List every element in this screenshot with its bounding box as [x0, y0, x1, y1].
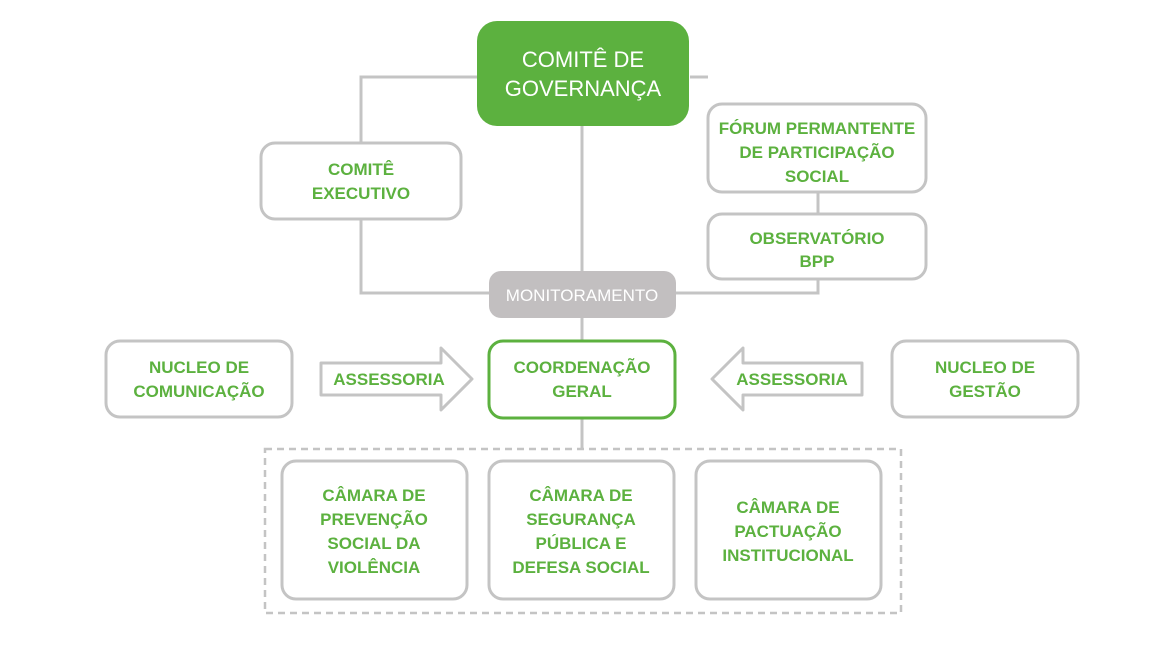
camara-pactuacao-line-3: INSTITUCIONAL — [722, 546, 853, 565]
svg-text:FÓRUM PERMANTENTE: FÓRUM PERMANTENTE — [719, 119, 915, 138]
nucleo-gestao-line-2: GESTÃO — [949, 381, 1021, 401]
svg-text:DEFESA SOCIAL: DEFESA SOCIAL — [512, 558, 649, 577]
camara-pactuacao-line-2: PACTUAÇÃO — [734, 521, 841, 541]
camara-pactuacao-line-1: CÂMARA DE — [736, 498, 839, 517]
assessoria-arrow-right: ASSESSORIA — [319, 346, 474, 412]
camara-seguranca-line-3: PÚBLICA E — [536, 534, 627, 553]
monitoramento-label: MONITORAMENTO — [506, 286, 658, 305]
svg-text:NUCLEO DE: NUCLEO DE — [149, 358, 249, 377]
camara-prevencao-box[interactable]: CÂMARA DE PREVENÇÃO SOCIAL DA VIOLÊNCIA — [280, 459, 469, 601]
svg-text:SEGURANÇA: SEGURANÇA — [526, 510, 636, 529]
comite-executivo-line-1: COMITÊ — [328, 160, 394, 179]
camara-seguranca-line-4: DEFESA SOCIAL — [512, 558, 649, 577]
camaras-group-container — [263, 447, 903, 615]
arrow-left-icon — [710, 346, 864, 412]
nucleo-comunicacao-line-1: NUCLEO DE — [149, 358, 249, 377]
svg-text:EXECUTIVO: EXECUTIVO — [312, 184, 410, 203]
svg-text:CÂMARA DE: CÂMARA DE — [736, 498, 839, 517]
svg-text:BPP: BPP — [800, 252, 835, 271]
assessoria-left-label: ASSESSORIA — [333, 370, 444, 389]
camara-prevencao-line-1: CÂMARA DE — [322, 486, 425, 505]
assessoria-arrow-left: ASSESSORIA — [710, 346, 864, 412]
svg-text:SOCIAL DA: SOCIAL DA — [327, 534, 420, 553]
monitoramento-box[interactable]: MONITORAMENTO — [489, 271, 676, 318]
observatorio-line-2: BPP — [800, 252, 835, 271]
camara-seguranca-line-2: SEGURANÇA — [526, 510, 636, 529]
svg-text:COMUNICAÇÃO: COMUNICAÇÃO — [133, 381, 264, 401]
arrow-right-icon — [319, 346, 474, 412]
forum-line-1: FÓRUM PERMANTENTE — [719, 119, 915, 138]
forum-permanente-box[interactable]: FÓRUM PERMANTENTE DE PARTICIPAÇÃO SOCIAL — [706, 102, 928, 194]
svg-text:ASSESSORIA: ASSESSORIA — [736, 370, 847, 389]
comite-governanca-line-2: GOVERNANÇA — [505, 76, 662, 101]
svg-text:SOCIAL: SOCIAL — [785, 167, 849, 186]
comite-executivo-box[interactable]: COMITÊ EXECUTIVO — [259, 141, 463, 221]
coordenacao-geral-box[interactable]: COORDENAÇÃO GERAL — [487, 339, 677, 420]
svg-text:GESTÃO: GESTÃO — [949, 381, 1021, 401]
camara-prevencao-line-2: PREVENÇÃO — [320, 509, 428, 529]
connector-observatorio-monitoramento — [675, 279, 820, 295]
comite-governanca-box[interactable]: COMITÊ DE GOVERNANÇA — [477, 21, 689, 126]
camara-seguranca-line-1: CÂMARA DE — [529, 486, 632, 505]
svg-text:NUCLEO DE: NUCLEO DE — [935, 358, 1035, 377]
svg-text:COMITÊ DE: COMITÊ DE — [522, 47, 644, 72]
forum-line-3: SOCIAL — [785, 167, 849, 186]
svg-text:GERAL: GERAL — [552, 382, 612, 401]
svg-text:PACTUAÇÃO: PACTUAÇÃO — [734, 521, 841, 541]
comite-executivo-line-2: EXECUTIVO — [312, 184, 410, 203]
assessoria-right-label: ASSESSORIA — [736, 370, 847, 389]
svg-text:DE PARTICIPAÇÃO: DE PARTICIPAÇÃO — [739, 142, 894, 162]
svg-text:OBSERVATÓRIO: OBSERVATÓRIO — [749, 229, 884, 248]
svg-text:VIOLÊNCIA: VIOLÊNCIA — [328, 558, 421, 577]
coordenacao-line-2: GERAL — [552, 382, 612, 401]
observatorio-line-1: OBSERVATÓRIO — [749, 229, 884, 248]
svg-text:PÚBLICA E: PÚBLICA E — [536, 534, 627, 553]
svg-text:MONITORAMENTO: MONITORAMENTO — [506, 286, 658, 305]
camara-prevencao-line-3: SOCIAL DA — [327, 534, 420, 553]
svg-text:COORDENAÇÃO: COORDENAÇÃO — [514, 357, 651, 377]
nucleo-comunicacao-line-2: COMUNICAÇÃO — [133, 381, 264, 401]
camara-seguranca-box[interactable]: CÂMARA DE SEGURANÇA PÚBLICA E DEFESA SOC… — [487, 459, 676, 601]
camara-prevencao-line-4: VIOLÊNCIA — [328, 558, 421, 577]
svg-text:ASSESSORIA: ASSESSORIA — [333, 370, 444, 389]
nucleo-gestao-line-1: NUCLEO DE — [935, 358, 1035, 377]
camara-pactuacao-box[interactable]: CÂMARA DE PACTUAÇÃO INSTITUCIONAL — [694, 459, 883, 601]
observatorio-bpp-box[interactable]: OBSERVATÓRIO BPP — [706, 212, 928, 281]
svg-text:GOVERNANÇA: GOVERNANÇA — [505, 76, 662, 101]
svg-text:CÂMARA DE: CÂMARA DE — [322, 486, 425, 505]
svg-text:CÂMARA DE: CÂMARA DE — [529, 486, 632, 505]
coordenacao-line-1: COORDENAÇÃO — [514, 357, 651, 377]
nucleo-gestao-box[interactable]: NUCLEO DE GESTÃO — [890, 339, 1080, 419]
svg-text:PREVENÇÃO: PREVENÇÃO — [320, 509, 428, 529]
svg-text:COMITÊ: COMITÊ — [328, 160, 394, 179]
nucleo-comunicacao-box[interactable]: NUCLEO DE COMUNICAÇÃO — [104, 339, 294, 419]
comite-governanca-line-1: COMITÊ DE — [522, 47, 644, 72]
svg-text:INSTITUCIONAL: INSTITUCIONAL — [722, 546, 853, 565]
forum-line-2: DE PARTICIPAÇÃO — [739, 142, 894, 162]
